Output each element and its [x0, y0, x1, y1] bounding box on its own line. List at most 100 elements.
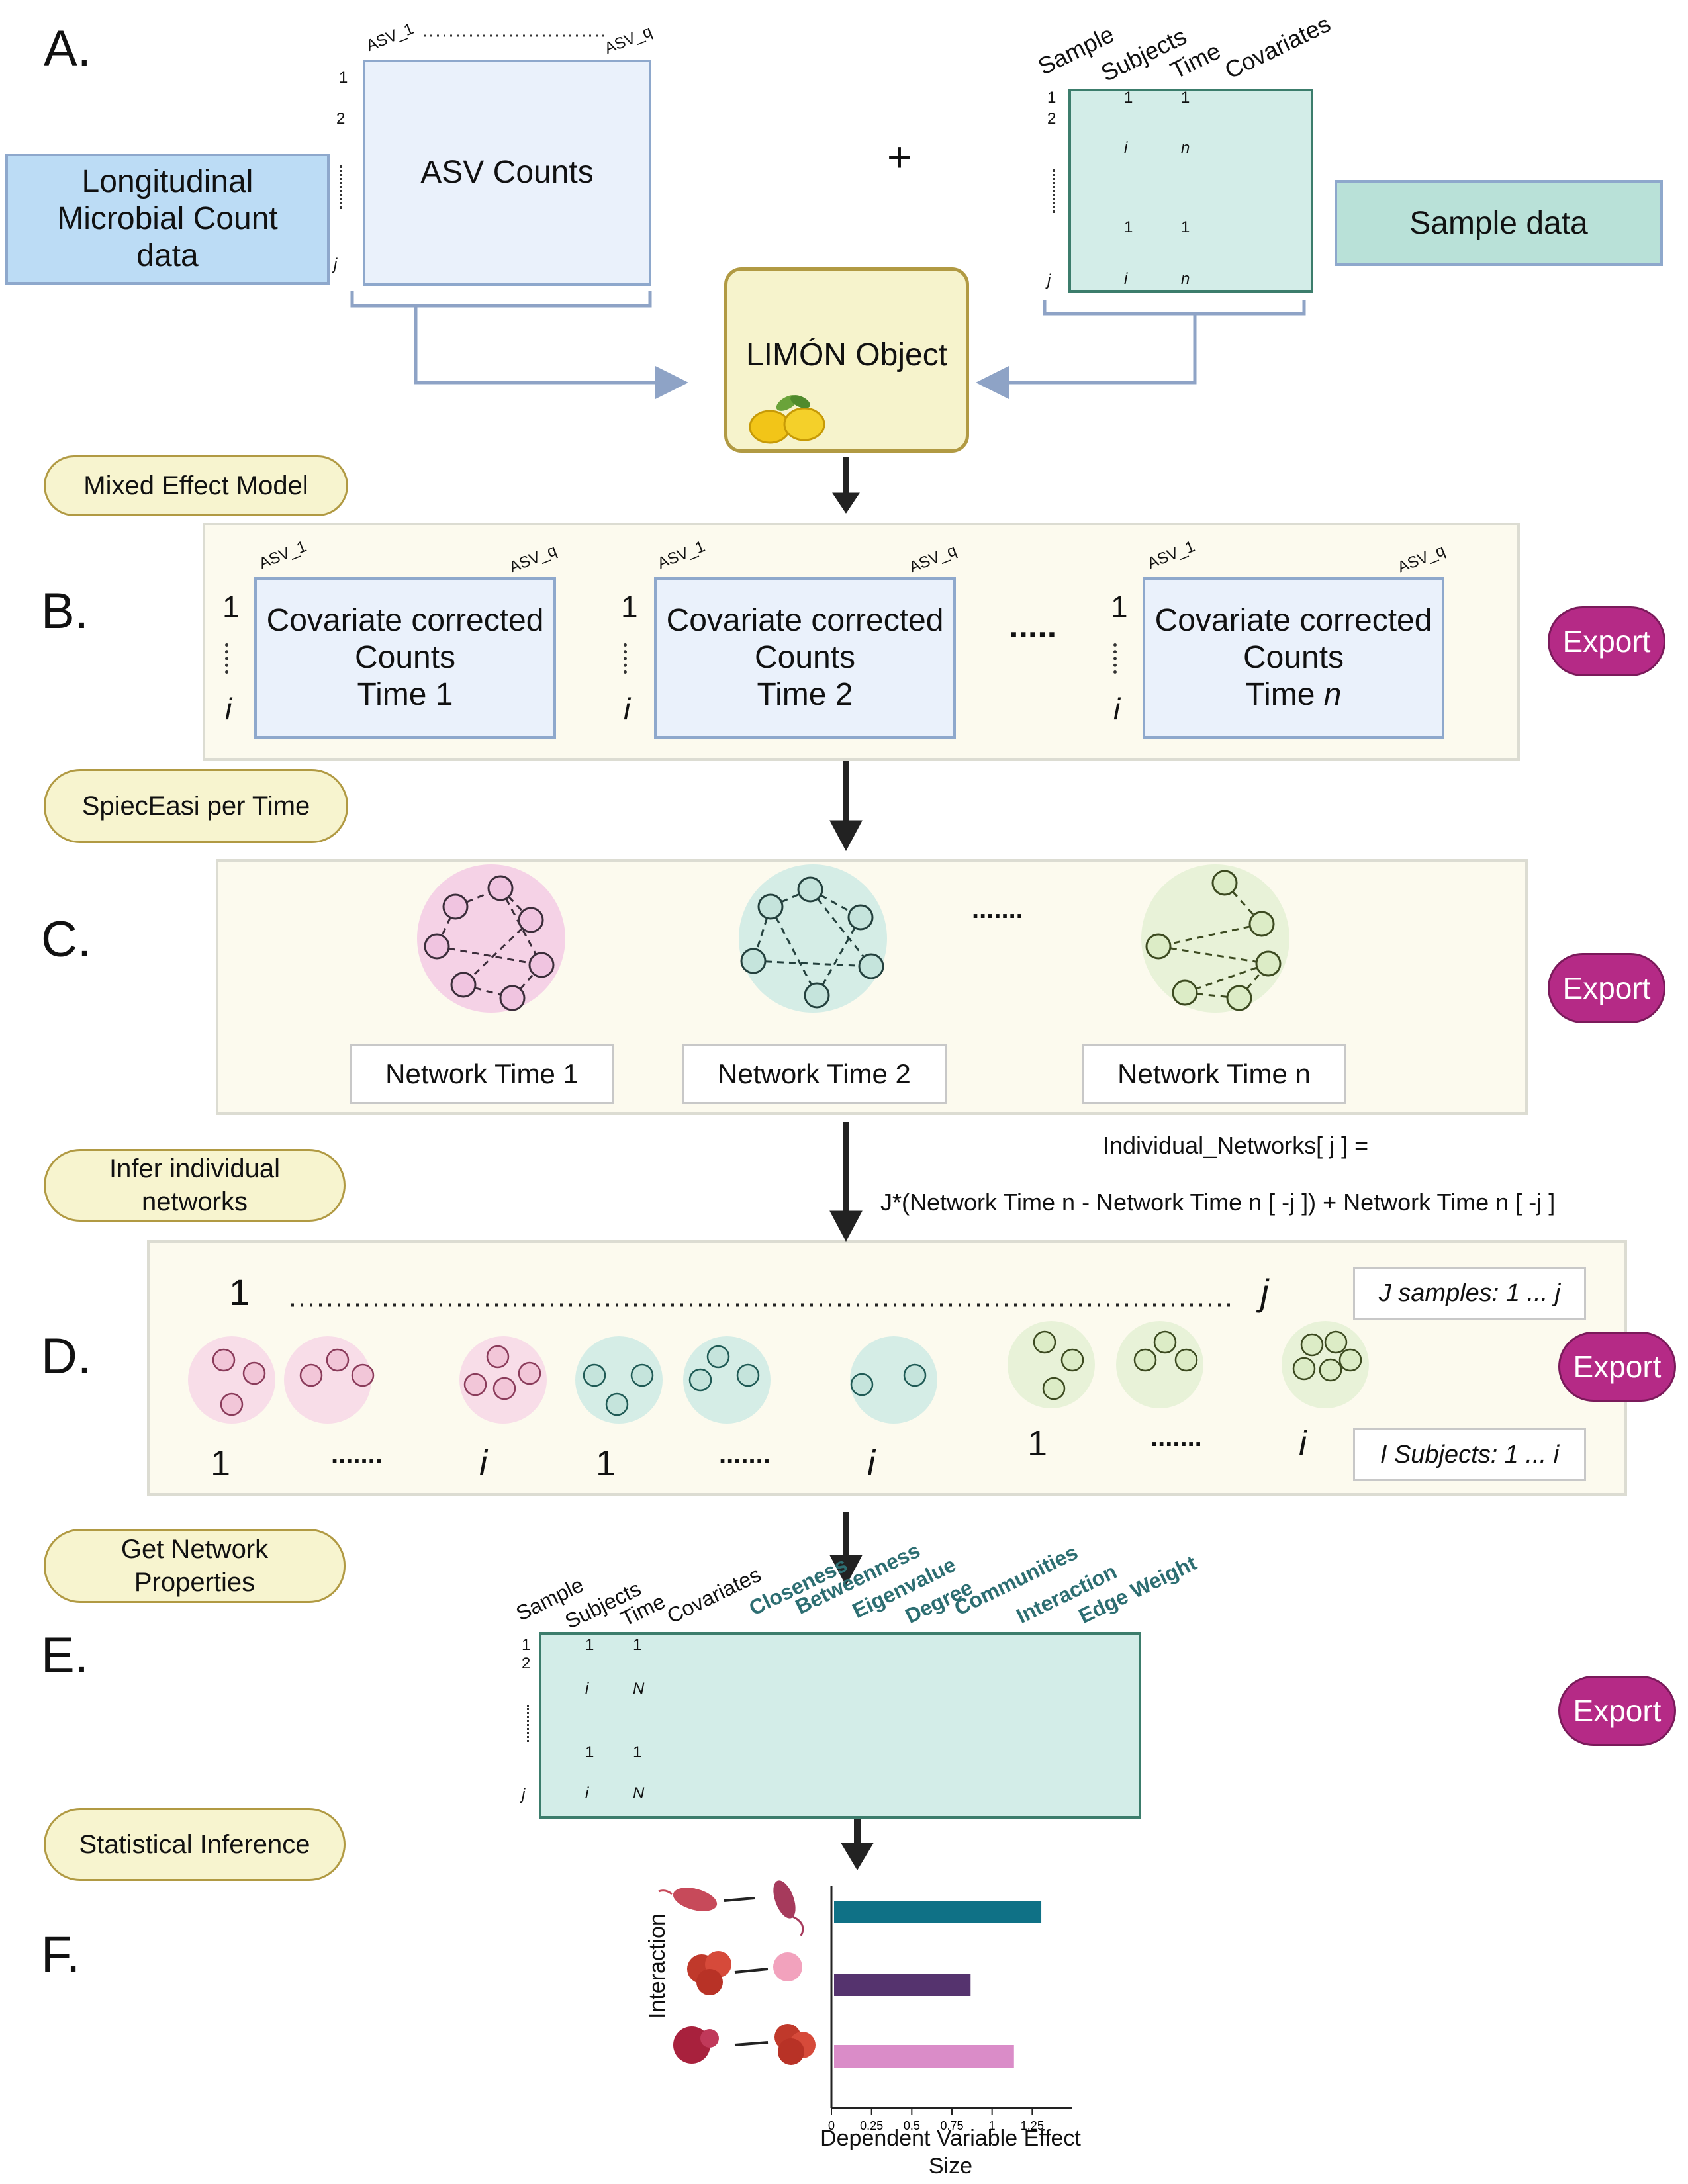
formula-line-2: J*(Network Time n - Network Time n [ -j …	[880, 1189, 1556, 1216]
asv-row-1: 1	[339, 69, 348, 87]
box-line: Time n	[1246, 676, 1342, 713]
c-ellipsis: .......	[972, 895, 1023, 924]
asv-row-dots	[340, 165, 344, 209]
d-top-last: j	[1260, 1271, 1269, 1313]
e-row-1: 1	[522, 1636, 531, 1654]
sample-row-1: 1	[1047, 89, 1056, 107]
d-bottom-label: 1	[1027, 1424, 1048, 1463]
e-row-j: j	[522, 1786, 526, 1803]
e-cell: 1	[585, 1743, 594, 1761]
d-top-first: 1	[229, 1271, 250, 1313]
chart-bar	[834, 2045, 1014, 2068]
lemon-icon	[743, 388, 836, 451]
microbe-icons	[658, 1880, 816, 2065]
flow-arrows	[829, 457, 874, 1870]
sample-cell: i	[1124, 270, 1128, 288]
limon-object-label: LIMÓN Object	[745, 338, 948, 373]
individual-networks	[188, 1321, 1369, 1424]
step-mixed-effect-model: Mixed Effect Model	[44, 455, 348, 516]
b-row-i: i	[1113, 692, 1121, 726]
b-row-1: 1	[621, 590, 638, 624]
sample-cell: 1	[1124, 218, 1133, 236]
chart-xlabel: Dependent Variable Effect Size	[820, 2126, 1081, 2179]
subjects-box: I Subjects: 1 ... i	[1353, 1428, 1586, 1481]
corrected-counts-time-1: Covariate corrected Counts Time 1	[254, 577, 556, 739]
limon-object-box: LIMÓN Object	[724, 267, 969, 453]
chart-tick-label: 0	[828, 2119, 835, 2132]
panel-c	[216, 859, 1528, 1115]
d-bottom-label: .......	[1150, 1423, 1202, 1452]
e-cell: 1	[585, 1636, 594, 1654]
sample-row-j: j	[1047, 271, 1051, 289]
chart-tick-label: 0.25	[860, 2119, 883, 2132]
b-row-1: 1	[222, 590, 240, 624]
sample-cell: 1	[1181, 89, 1190, 107]
box-line: Covariate corrected	[1154, 603, 1432, 638]
export-button-c[interactable]: Export	[1548, 953, 1665, 1023]
box-line-prefix: Time	[1245, 677, 1324, 712]
asv-row-j: j	[334, 255, 338, 273]
corrected-counts-time-2: Covariate corrected Counts Time 2	[654, 577, 956, 739]
export-button-b[interactable]: Export	[1548, 606, 1665, 676]
b-row-i: i	[225, 692, 232, 726]
section-label-b: B.	[41, 583, 89, 639]
export-button-e[interactable]: Export	[1558, 1676, 1676, 1746]
e-cell: 1	[633, 1743, 642, 1761]
plus-sign: +	[887, 133, 912, 181]
e-cell: i	[585, 1784, 589, 1802]
chart-bars	[834, 1901, 1042, 2068]
e-cell: N	[633, 1680, 645, 1698]
d-bottom-label: i	[479, 1443, 487, 1483]
chart-tick-label: 0.5	[904, 2119, 920, 2132]
d-bottom-label: .......	[719, 1440, 771, 1469]
box-line: Counts	[1243, 640, 1344, 675]
network-time-2-label: Network Time 2	[682, 1044, 947, 1104]
b-row-dots	[225, 643, 231, 674]
sample-data-label: Sample data	[1409, 205, 1588, 241]
export-button-d[interactable]: Export	[1558, 1332, 1676, 1402]
d-bottom-label: 1	[596, 1443, 616, 1483]
chart-ylabel: Interaction	[645, 1913, 670, 2019]
sample-arrow	[976, 314, 1197, 399]
asv-arrow	[414, 306, 688, 399]
step-infer-networks: Infer individual networks	[44, 1149, 346, 1222]
sample-cell: i	[1124, 139, 1128, 157]
box-line: Counts	[754, 640, 856, 675]
d-bottom-label: .......	[331, 1440, 383, 1469]
section-label-c: C.	[41, 911, 91, 968]
step-statistical-inference: Statistical Inference	[44, 1808, 346, 1881]
network-time-n-label: Network Time n	[1082, 1044, 1346, 1104]
b-ellipsis: .....	[1009, 607, 1057, 645]
e-cell: N	[633, 1784, 645, 1802]
chart-tick-label: 1	[989, 2119, 996, 2132]
d-bottom-label: i	[1299, 1424, 1307, 1463]
chart-tick-label: 1.25	[1021, 2119, 1044, 2132]
e-row-2: 2	[522, 1655, 531, 1672]
sample-cell: n	[1181, 139, 1190, 157]
box-line-var: n	[1323, 677, 1342, 712]
sample-cell: 1	[1181, 218, 1190, 236]
network-time-1-label: Network Time 1	[350, 1044, 614, 1104]
sample-row-dots	[1053, 169, 1056, 213]
network-time-1	[417, 864, 565, 1013]
chart-bar	[834, 1901, 1042, 1923]
section-label-e: E.	[41, 1627, 89, 1684]
chart-tick-label: 0.75	[940, 2119, 963, 2132]
e-cell: 1	[633, 1636, 642, 1654]
box-line: Covariate corrected	[666, 603, 944, 638]
b-row-1: 1	[1111, 590, 1128, 624]
chart-ticks: 0 0.25 0.5 0.75 1 1.25	[828, 2108, 1044, 2132]
longitudinal-data-box: Longitudinal Microbial Count data	[5, 154, 330, 285]
d-bottom-label: 1	[211, 1443, 231, 1483]
e-row-dots	[527, 1705, 531, 1742]
longitudinal-label: Longitudinal Microbial Count data	[57, 164, 278, 273]
corrected-counts-time-n: Covariate corrected Counts Time n	[1143, 577, 1444, 739]
sample-bracket	[1043, 300, 1306, 316]
d-bottom-label: i	[867, 1443, 875, 1483]
formula-line-1: Individual_Networks[ j ] =	[1103, 1132, 1369, 1159]
section-label-d: D.	[41, 1328, 91, 1385]
asv-bracket	[350, 291, 652, 308]
section-label-a: A.	[44, 21, 91, 77]
network-time-n	[1141, 864, 1289, 1013]
